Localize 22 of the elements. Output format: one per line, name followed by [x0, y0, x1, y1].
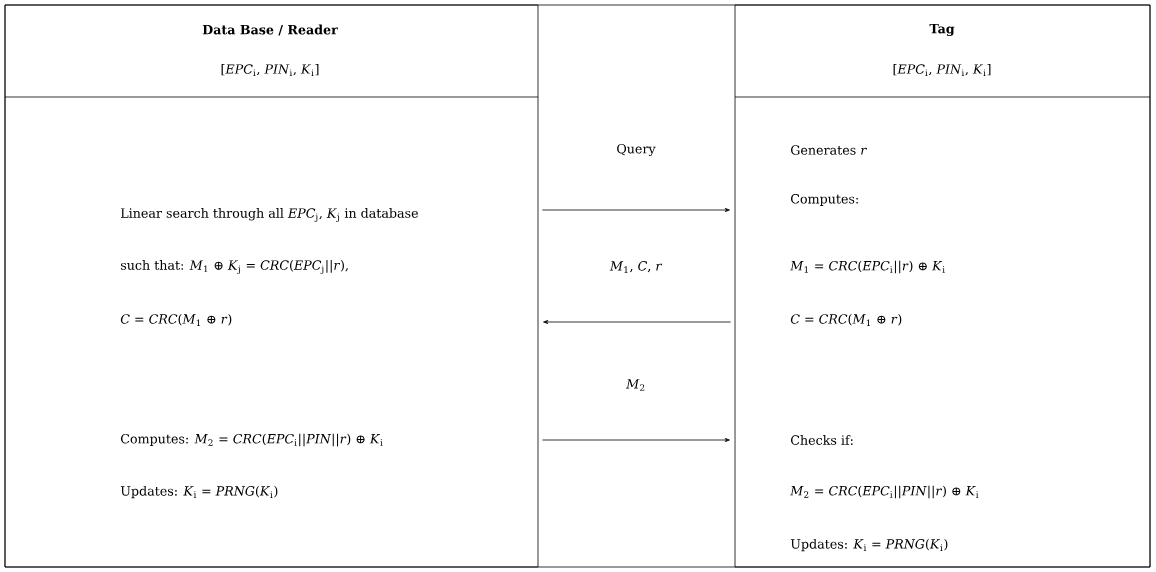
protocol-step: M$_{1}$ = CRC(EPC$_{i}$||r) ⊕ K$_{i}$: [790, 260, 945, 274]
edge-label: Query: [615, 142, 657, 158]
edge-label: M$_{2}$: [624, 377, 648, 393]
column-heading: Tag: [929, 23, 955, 37]
protocol-step: Computes:: [791, 194, 858, 206]
protocol-step: Checks if:: [791, 435, 853, 445]
protocol-step: Updates: K$_{i}$ = PRNG(K$_{i}$): [120, 485, 278, 499]
arrow: [543, 320, 731, 324]
protocol-step: Updates: K$_{i}$ = PRNG(K$_{i}$): [790, 538, 948, 552]
arrow: [542, 438, 730, 442]
protocol-step: M$_{2}$ = CRC(EPC$_{i}$||PIN||r) ⊕ K$_{i}$: [790, 485, 979, 499]
protocol-step: Computes: M$_{2}$ = CRC(EPC$_{i}$||PIN||r) ⊕ K$_{i}$: [121, 433, 383, 447]
edge-label: M$_{1}$, C, r: [608, 259, 664, 275]
protocol-step: C = CRC(M$_{1}$ ⊕ r): [120, 314, 232, 327]
protocol-step: such that: M$_{1}$ ⊕ K$_{j}$ = CRC(EPC$_{j}$||r),: [121, 260, 348, 274]
protocol-step: Linear search through all EPC$_{j}$, K$_{j}$ in database: [120, 208, 418, 222]
protocol-step: C = CRC(M$_{1}$ ⊕ r): [790, 314, 902, 327]
protocol-step: Generates r: [791, 145, 867, 155]
arrow: [542, 208, 730, 212]
key-tuple: [EPC$_{i}$, PIN$_{i}$, K$_{i}$]: [893, 64, 991, 76]
key-tuple: [EPC$_{i}$, PIN$_{i}$, K$_{i}$]: [221, 64, 319, 76]
column-heading: Data Base / Reader: [202, 24, 338, 36]
